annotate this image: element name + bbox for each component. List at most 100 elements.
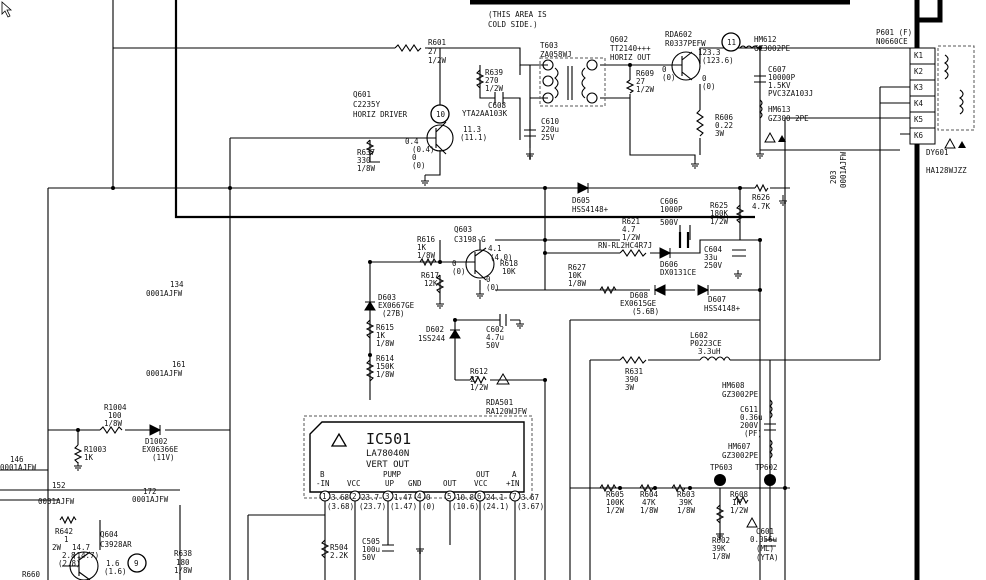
svg-text:4.7K: 4.7K bbox=[752, 202, 771, 211]
svg-text:C611: C611 bbox=[740, 405, 758, 414]
r612-symbol bbox=[469, 375, 487, 385]
svg-text:R612: R612 bbox=[470, 367, 488, 376]
svg-text:(ML): (ML) bbox=[756, 544, 774, 553]
svg-text:D608: D608 bbox=[630, 291, 649, 300]
svg-text:(3.67): (3.67) bbox=[517, 502, 544, 511]
svg-text:HORIZ OUT: HORIZ OUT bbox=[610, 53, 651, 62]
svg-text:27: 27 bbox=[428, 47, 437, 56]
svg-text:(2.8): (2.8) bbox=[58, 559, 81, 568]
svg-text:(1.47): (1.47) bbox=[390, 502, 417, 511]
svg-text:180: 180 bbox=[176, 558, 190, 567]
svg-text:PUMP: PUMP bbox=[383, 470, 402, 479]
svg-text:3: 3 bbox=[385, 492, 390, 501]
svg-text:C606: C606 bbox=[660, 197, 679, 206]
c601-symbol bbox=[764, 539, 776, 547]
svg-text:(23.7): (23.7) bbox=[359, 502, 386, 511]
test-point-symbols bbox=[127, 32, 776, 573]
svg-text:134: 134 bbox=[170, 280, 184, 289]
svg-text:47K: 47K bbox=[642, 498, 656, 507]
svg-text:1SS244: 1SS244 bbox=[418, 334, 446, 343]
svg-text:14.7: 14.7 bbox=[72, 543, 90, 552]
r639-symbol bbox=[475, 69, 485, 89]
svg-text:0.36u: 0.36u bbox=[740, 413, 763, 422]
svg-text:27: 27 bbox=[636, 77, 645, 86]
svg-text:4: 4 bbox=[417, 492, 422, 501]
c505-symbol bbox=[382, 544, 394, 552]
svg-text:R638: R638 bbox=[174, 549, 193, 558]
svg-text:B: B bbox=[320, 470, 325, 479]
svg-text:4.1: 4.1 bbox=[488, 244, 502, 253]
diode-symbols bbox=[149, 182, 710, 436]
svg-text:1000P: 1000P bbox=[660, 205, 683, 214]
svg-text:1/2W: 1/2W bbox=[636, 85, 655, 94]
svg-text:VCC: VCC bbox=[474, 479, 488, 488]
svg-text:R604: R604 bbox=[640, 490, 659, 499]
svg-text:1/2W: 1/2W bbox=[470, 383, 489, 392]
svg-text:0.22: 0.22 bbox=[715, 121, 733, 130]
svg-text:0: 0 bbox=[426, 493, 431, 502]
q601-symbol bbox=[420, 121, 454, 155]
svg-text:-IN: -IN bbox=[316, 479, 330, 488]
svg-text:P0223CE: P0223CE bbox=[690, 339, 722, 348]
svg-text:0.4: 0.4 bbox=[405, 137, 419, 146]
r616-symbol bbox=[419, 257, 437, 267]
hm608-symbol bbox=[769, 399, 773, 419]
svg-text:0: 0 bbox=[702, 74, 707, 83]
svg-text:EX06366E: EX06366E bbox=[142, 445, 179, 454]
svg-text:39K: 39K bbox=[712, 544, 726, 553]
svg-text:0: 0 bbox=[662, 65, 667, 74]
svg-text:2.2K: 2.2K bbox=[330, 551, 349, 560]
safety-warning-icons bbox=[330, 131, 966, 528]
svg-text:(0): (0) bbox=[422, 502, 436, 511]
svg-text:10000P: 10000P bbox=[768, 73, 796, 82]
svg-text:K5: K5 bbox=[914, 115, 923, 124]
svg-text:1/8W: 1/8W bbox=[376, 370, 395, 379]
ic501-ref: IC501 bbox=[366, 430, 411, 448]
svg-text:500V: 500V bbox=[660, 218, 679, 227]
q603-symbol bbox=[455, 247, 495, 281]
svg-text:(0): (0) bbox=[412, 161, 426, 170]
svg-text:C607: C607 bbox=[768, 65, 786, 74]
svg-text:4.7: 4.7 bbox=[622, 225, 636, 234]
svg-text:10.8: 10.8 bbox=[456, 493, 475, 502]
svg-text:1/2W: 1/2W bbox=[606, 506, 625, 515]
svg-text:1/8W: 1/8W bbox=[712, 552, 731, 561]
svg-text:A: A bbox=[512, 470, 517, 479]
svg-text:1.47: 1.47 bbox=[394, 493, 412, 502]
svg-text:7: 7 bbox=[512, 492, 517, 501]
svg-text:1/2W: 1/2W bbox=[710, 217, 729, 226]
svg-text:R504: R504 bbox=[330, 543, 349, 552]
svg-text:K4: K4 bbox=[914, 99, 924, 108]
svg-text:R627: R627 bbox=[568, 263, 586, 272]
r621-symbol bbox=[619, 249, 647, 257]
svg-text:TP603: TP603 bbox=[710, 463, 733, 472]
svg-text:1K: 1K bbox=[732, 498, 742, 507]
svg-text:C2235Y: C2235Y bbox=[353, 100, 381, 109]
svg-text:R637: R637 bbox=[357, 148, 375, 157]
svg-text:K6: K6 bbox=[914, 131, 924, 140]
r615-symbol bbox=[365, 319, 375, 339]
svg-text:HSS4148+: HSS4148+ bbox=[572, 205, 609, 214]
svg-text:390: 390 bbox=[625, 375, 639, 384]
svg-text:HSS4148+: HSS4148+ bbox=[704, 304, 741, 313]
svg-text:1.5KV: 1.5KV bbox=[768, 81, 791, 90]
svg-text:T603: T603 bbox=[540, 41, 558, 50]
svg-text:(11.1): (11.1) bbox=[460, 133, 487, 142]
svg-text:172: 172 bbox=[143, 487, 157, 496]
hm607-symbol bbox=[769, 439, 773, 459]
svg-text:RN-RL2HC4R7J: RN-RL2HC4R7J bbox=[598, 241, 652, 250]
svg-text:1/8W: 1/8W bbox=[174, 566, 193, 575]
svg-text:25V: 25V bbox=[541, 133, 555, 142]
svg-text:11: 11 bbox=[727, 38, 736, 47]
svg-text:0001AJFW: 0001AJFW bbox=[38, 497, 75, 506]
svg-text:1/2W: 1/2W bbox=[485, 84, 504, 93]
svg-text:GZ3002PE: GZ3002PE bbox=[722, 390, 759, 399]
svg-text:C3198-G: C3198-G bbox=[454, 235, 486, 244]
svg-text:C610: C610 bbox=[541, 117, 560, 126]
svg-text:TP602: TP602 bbox=[755, 463, 778, 472]
d605-symbol bbox=[577, 182, 590, 194]
svg-text:250V: 250V bbox=[704, 261, 723, 270]
svg-text:K2: K2 bbox=[914, 67, 923, 76]
svg-text:(11V): (11V) bbox=[152, 453, 175, 462]
